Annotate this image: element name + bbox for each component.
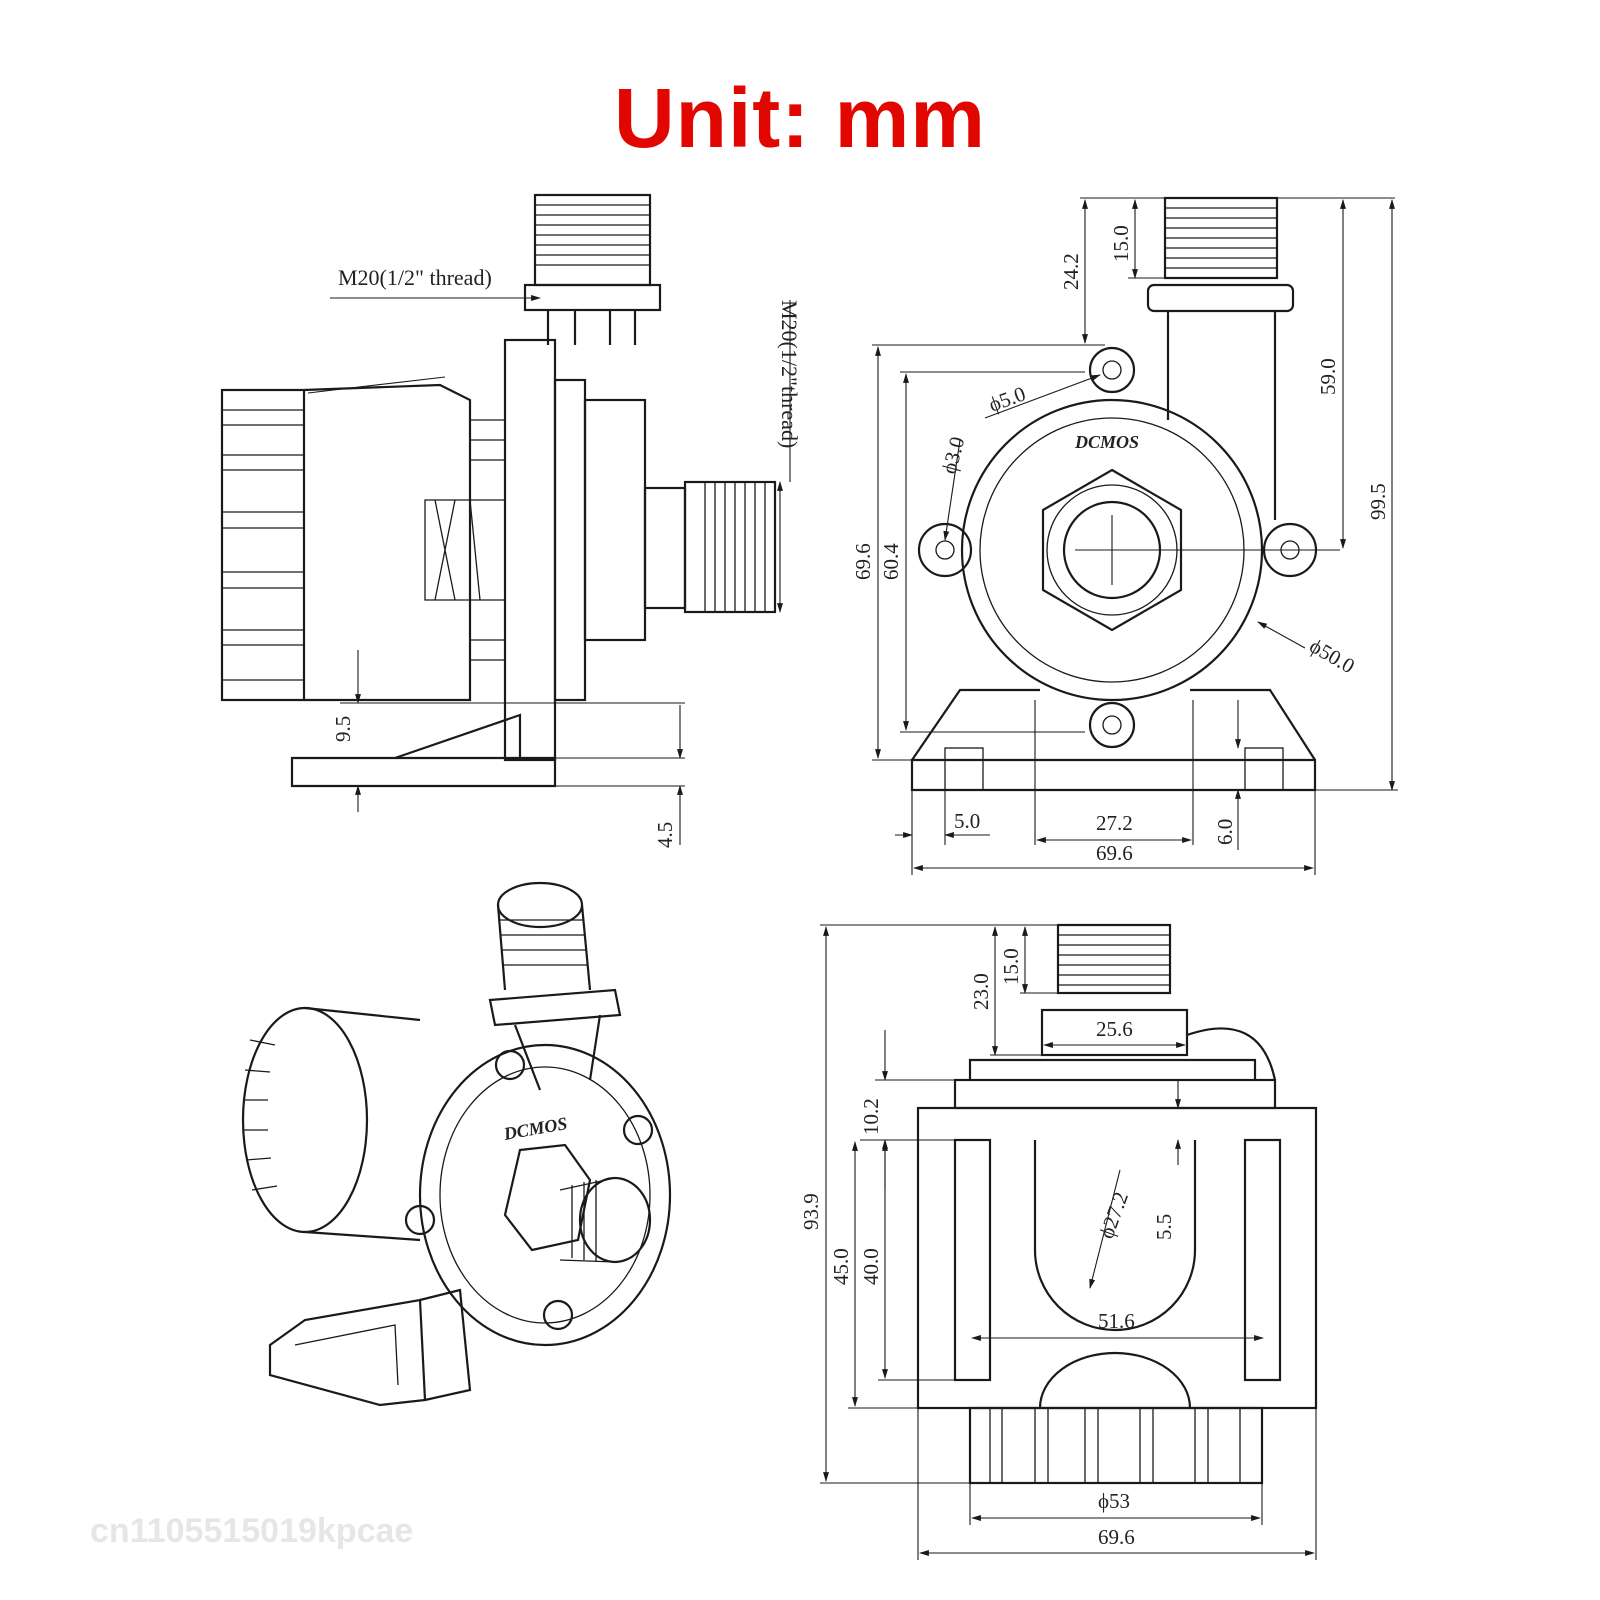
dim-5-0: 5.0 (954, 809, 980, 833)
iso-pump-housing (418, 1043, 672, 1347)
dim-phi-53: ϕ53 (1098, 1489, 1130, 1513)
dim-69-6-top: 69.6 (1098, 1525, 1135, 1549)
side-view: M20(1/2" thread) M20(1/2"thread) 9.5 4.5 (220, 193, 802, 848)
isometric-view: DCMOS (241, 881, 672, 1407)
top-view-motor-fins (968, 1406, 1264, 1485)
dim-15-0-front: 15.0 (1109, 225, 1133, 262)
dim-phi-5-0: ϕ5.0 (986, 381, 1029, 416)
dim-phi-27-2: ϕ27.2 (1094, 1189, 1133, 1242)
inlet-cutout (1033, 1140, 1197, 1332)
front-brand: DCMOS (1074, 432, 1139, 452)
dim-6-0: 6.0 (1213, 819, 1237, 845)
iso-motor-back (241, 1006, 369, 1234)
impeller-hub (424, 499, 506, 601)
mount-hole-top (1102, 360, 1122, 380)
motor-flange (303, 383, 472, 702)
base-foot (290, 756, 557, 788)
dim-27-2: 27.2 (1096, 811, 1133, 835)
dim-40-0: 40.0 (859, 1248, 883, 1285)
unit-title: Unit: mm (614, 71, 986, 165)
pump-flange-plate (503, 338, 557, 762)
iso-base-foot (268, 1298, 427, 1407)
dim-15-0-top: 15.0 (999, 948, 1023, 985)
dim-93-9: 93.9 (799, 1193, 823, 1230)
label-m20-top: M20(1/2" thread) (338, 265, 492, 290)
dim-45-0: 45.0 (829, 1248, 853, 1285)
mount-hole-right (1280, 540, 1300, 560)
watermark-text: cn1105515019kpcae (90, 1512, 413, 1550)
dim-24-2: 24.2 (1059, 253, 1083, 290)
dim-25-6: 25.6 (1096, 1017, 1133, 1041)
dim-51-6: 51.6 (1098, 1309, 1135, 1333)
dim-69-6-vertical: 69.6 (851, 543, 875, 580)
top-view-outlet-thread (1056, 923, 1172, 995)
top-view-body (916, 1106, 1318, 1410)
dim-99-5: 99.5 (1366, 483, 1390, 520)
dim-phi-50-0: ϕ50.0 (1306, 634, 1359, 679)
iso-hex-nut (503, 1143, 592, 1252)
label-m20-right: M20(1/2"thread) (777, 300, 802, 448)
motor-body (220, 388, 306, 702)
hex-nut (1041, 468, 1183, 632)
dim-60-4: 60.4 (879, 543, 903, 580)
top-outlet-thread (533, 193, 652, 287)
dim-10-2: 10.2 (859, 1098, 883, 1135)
iso-brand: DCMOS (501, 1113, 569, 1144)
dim-23-0: 23.0 (969, 973, 993, 1010)
front-base (910, 758, 1317, 792)
side-outlet-thread (683, 480, 777, 614)
front-view: DCMOS 24.2 15.0 59.0 99.5 (851, 196, 1398, 875)
top-view: 93.9 23.0 15.0 25.6 10.2 45.0 4 (799, 923, 1318, 1560)
iso-inlet-thread (578, 1176, 652, 1264)
dim-69-6-horizontal: 69.6 (1096, 841, 1133, 865)
mount-hole-left (935, 540, 955, 560)
dim-phi-3-0: ϕ3.0 (937, 434, 970, 476)
dim-5-5: 5.5 (1152, 1214, 1176, 1240)
dim-9-5: 9.5 (331, 716, 355, 742)
mount-hole-bottom (1102, 715, 1122, 735)
dim-59-0: 59.0 (1316, 358, 1340, 395)
motor-fins (222, 409, 304, 681)
dim-4-5: 4.5 (653, 822, 677, 848)
